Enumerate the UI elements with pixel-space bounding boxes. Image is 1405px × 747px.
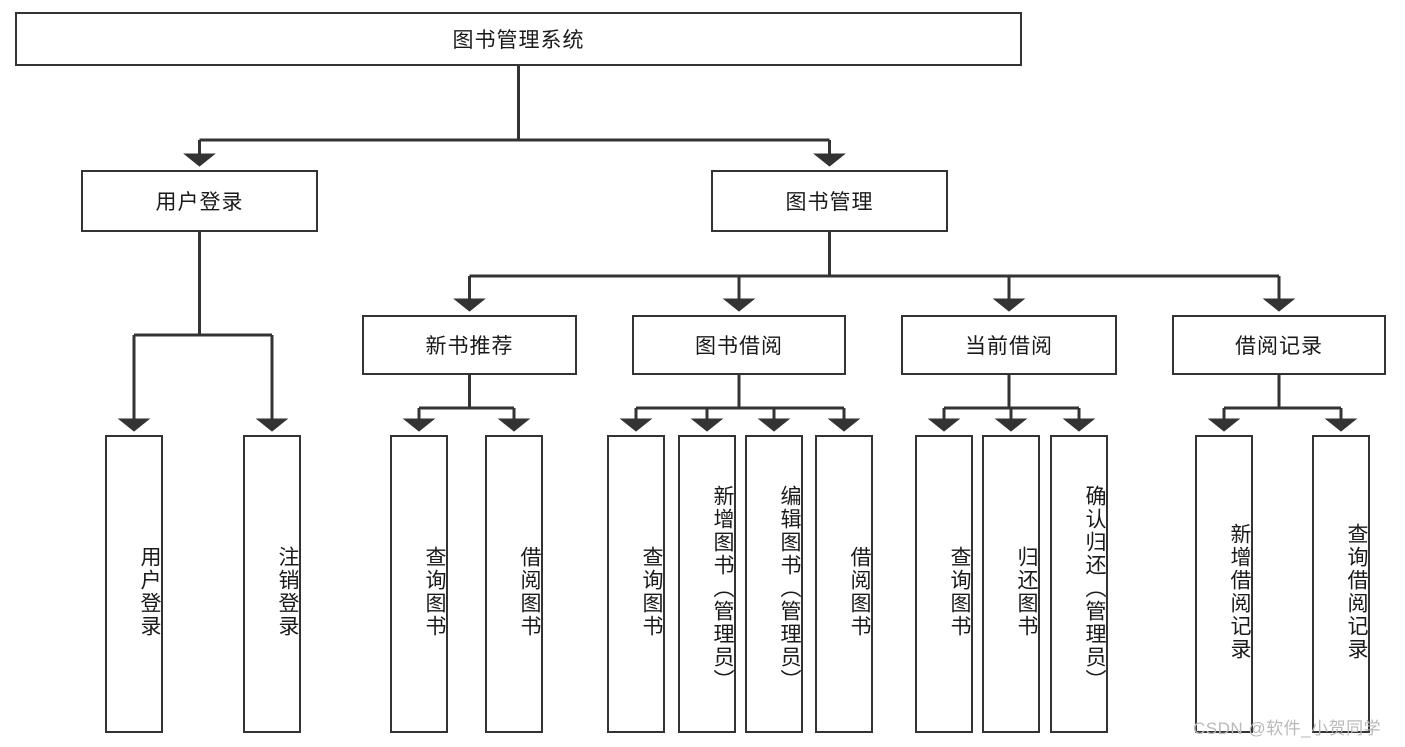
level3-node-1[interactable]: 图书借阅 xyxy=(632,315,846,375)
leaf-node-10[interactable]: 确认归还（管理员） xyxy=(1050,435,1108,733)
node-label: 借阅图书 xyxy=(848,546,871,638)
leaf-node-7[interactable]: 借阅图书 xyxy=(815,435,873,733)
node-label: 当前借阅 xyxy=(965,335,1053,358)
leaf-node-5[interactable]: 新增图书（管理员） xyxy=(678,435,736,733)
leaf-node-12[interactable]: 查询借阅记录 xyxy=(1312,435,1370,733)
node-label: 查询图书 xyxy=(640,546,663,638)
node-label: 新书推荐 xyxy=(425,335,514,358)
node-label: 借阅记录 xyxy=(1235,335,1323,358)
node-label: 图书管理 xyxy=(785,191,874,214)
leaf-node-2[interactable]: 查询图书 xyxy=(390,435,448,733)
root-node-0[interactable]: 图书管理系统 xyxy=(15,12,1022,66)
level3-node-2[interactable]: 当前借阅 xyxy=(901,315,1117,375)
level3-node-0[interactable]: 新书推荐 xyxy=(362,315,577,375)
node-label: 编辑图书（管理员） xyxy=(778,484,801,692)
leaf-node-3[interactable]: 借阅图书 xyxy=(485,435,543,733)
node-label: 查询借阅记录 xyxy=(1345,523,1368,661)
leaf-node-6[interactable]: 编辑图书（管理员） xyxy=(745,435,803,733)
leaf-node-9[interactable]: 归还图书 xyxy=(982,435,1040,733)
node-label: 图书借阅 xyxy=(695,335,783,358)
node-label: 图书管理系统 xyxy=(452,29,585,52)
node-label: 新增借阅记录 xyxy=(1228,523,1251,661)
node-label: 查询图书 xyxy=(423,546,446,638)
level2-node-1[interactable]: 图书管理 xyxy=(711,170,948,232)
node-label: 归还图书 xyxy=(1015,546,1038,638)
level3-node-3[interactable]: 借阅记录 xyxy=(1172,315,1386,375)
leaf-node-1[interactable]: 注销登录 xyxy=(243,435,301,733)
node-label: 确认归还（管理员） xyxy=(1083,484,1106,692)
node-label: 用户登录 xyxy=(155,191,244,214)
level2-node-0[interactable]: 用户登录 xyxy=(81,170,318,232)
node-label: 注销登录 xyxy=(276,546,299,638)
node-label: 用户登录 xyxy=(138,546,161,638)
leaf-node-11[interactable]: 新增借阅记录 xyxy=(1195,435,1253,733)
leaf-node-0[interactable]: 用户登录 xyxy=(105,435,163,733)
leaf-node-8[interactable]: 查询图书 xyxy=(915,435,973,733)
node-label: 新增图书（管理员） xyxy=(711,484,734,692)
node-label: 查询图书 xyxy=(948,546,971,638)
leaf-node-4[interactable]: 查询图书 xyxy=(607,435,665,733)
watermark: CSDN @软件_小贺同学 xyxy=(1193,719,1382,738)
node-label: 借阅图书 xyxy=(518,546,541,638)
